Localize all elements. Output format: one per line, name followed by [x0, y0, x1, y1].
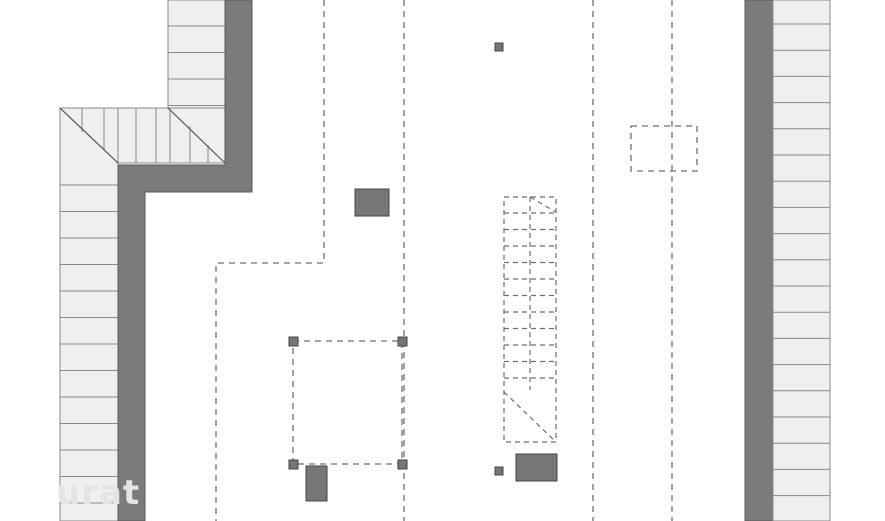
dashed-skylight-outline — [630, 125, 698, 172]
column-post — [494, 42, 504, 52]
chimney-block-lower-left — [305, 465, 328, 502]
dashed-outline-upper-wall — [215, 0, 325, 521]
column-post — [288, 459, 299, 470]
chimney-block-upper — [354, 188, 390, 217]
columns — [288, 42, 504, 476]
roof-hip-junction — [58, 107, 226, 164]
column-post — [494, 466, 504, 476]
left-roof-tiles — [60, 184, 118, 504]
left-roof-strip — [59, 107, 119, 521]
left-exterior-wall — [117, 0, 253, 521]
right-exterior-wall — [744, 0, 774, 521]
column-post — [397, 459, 408, 470]
upper-roof-tiles — [168, 25, 225, 106]
dashed-outlines — [215, 0, 698, 521]
right-roof-tiles — [773, 23, 830, 497]
right-roof-strip — [772, 0, 831, 521]
column-post — [397, 336, 408, 347]
dashed-staircase — [503, 196, 557, 443]
column-post — [288, 336, 299, 347]
dashed-room-outline — [292, 340, 403, 465]
chimney-block-lower-right — [515, 453, 558, 482]
upper-left-roof-strip — [167, 0, 226, 109]
